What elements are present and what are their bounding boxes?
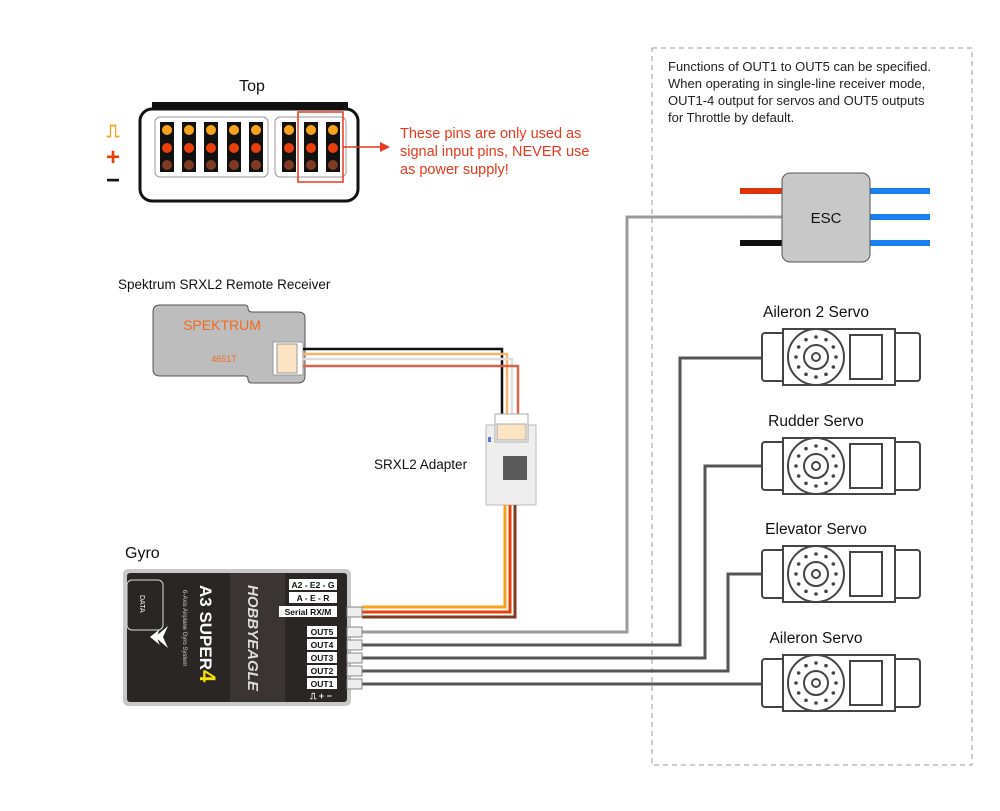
servo: Aileron Servo [761, 630, 921, 712]
port-label: OUT5 [311, 627, 334, 637]
port-label-bg [289, 592, 337, 603]
note-line: Functions of OUT1 to OUT5 can be specifi… [668, 59, 931, 74]
port-label-bg [307, 626, 337, 637]
pin [328, 160, 338, 170]
signal-symbol: ⎍ [107, 121, 120, 141]
port-label: OUT1 [311, 679, 334, 689]
pin [184, 143, 194, 153]
top-connector [138, 102, 360, 203]
pin [229, 160, 239, 170]
pin [162, 143, 172, 153]
pin [284, 143, 294, 153]
note-box [651, 47, 973, 766]
gyro-title: Gyro [125, 545, 160, 562]
pin [306, 125, 316, 135]
pin [251, 125, 261, 135]
servo-label: Aileron Servo [769, 630, 862, 647]
pin [206, 143, 216, 153]
port-label: OUT2 [311, 666, 334, 676]
port-connector [346, 665, 363, 677]
esc: ESC [740, 172, 930, 263]
receiver-model: 4651T [211, 354, 237, 364]
gyro-model-num: 4 [195, 670, 220, 683]
port-connector [346, 639, 363, 651]
pin-symbols: ⎍ + − [106, 121, 120, 194]
port-label-bg [289, 579, 337, 590]
plus-symbol: + [106, 144, 120, 171]
hobbyeagle-arrow-icon [155, 626, 168, 648]
gyro-model: A3 SUPER [196, 585, 215, 670]
connector-title: Top [239, 78, 265, 95]
adapter-label: SRXL2 Adapter [374, 457, 468, 472]
esc-label: ESC [811, 210, 842, 227]
warning-line: as power supply! [400, 162, 509, 178]
pin [184, 160, 194, 170]
pin [229, 143, 239, 153]
port-label: OUT3 [311, 653, 334, 663]
arrow-head-icon [380, 142, 390, 152]
pin [251, 143, 261, 153]
port-label: A - E - R [297, 593, 330, 603]
receiver-title: Spektrum SRXL2 Remote Receiver [118, 277, 331, 292]
port-label-bg [307, 665, 337, 676]
note-line: When operating in single-line receiver m… [668, 76, 925, 91]
warning-line: These pins are only used as [400, 126, 581, 142]
pin [251, 160, 261, 170]
wire-out4 [362, 356, 762, 647]
receiver-wires [303, 347, 520, 416]
port-connector [346, 652, 363, 664]
port-label-bg [307, 652, 337, 663]
serial-wire [362, 505, 517, 619]
servo-label: Aileron 2 Servo [763, 304, 869, 321]
port-label-bg [307, 639, 337, 650]
port-label-bg [279, 606, 337, 617]
servo: Aileron 2 Servo [761, 304, 921, 386]
receiver-brand: SPEKTRUM [183, 317, 261, 333]
minus-symbol: − [106, 167, 120, 194]
port-connector [346, 626, 363, 638]
warning-text: These pins are only used as signal input… [400, 126, 589, 178]
port-label-bg [307, 678, 337, 689]
spektrum-receiver: SPEKTRUM 4651T [152, 304, 306, 384]
pin [284, 160, 294, 170]
wire-out3 [362, 464, 762, 660]
note-line: for Throttle by default. [668, 110, 794, 125]
port-label: A2 - E2 - G [292, 580, 335, 590]
pin [284, 125, 294, 135]
gyro-unit: DATA A3 SUPER 4 6-Axis Airplane Gyro Sys… [123, 569, 363, 706]
port-label: OUT4 [311, 640, 334, 650]
note-line: OUT1-4 output for servos and OUT5 output… [668, 93, 925, 108]
pin [328, 125, 338, 135]
servo-label: Elevator Servo [765, 521, 867, 538]
port-connector [346, 678, 363, 690]
pin [162, 125, 172, 135]
wire-out2 [362, 572, 762, 673]
pin [328, 143, 338, 153]
pin [184, 125, 194, 135]
warning-line: signal input pins, NEVER use [400, 144, 589, 160]
pin [306, 160, 316, 170]
note-text: Functions of OUT1 to OUT5 can be specifi… [668, 59, 931, 125]
port-label: Serial RX/M [285, 607, 332, 617]
servo: Rudder Servo [761, 413, 921, 495]
pin [229, 125, 239, 135]
pin [306, 143, 316, 153]
pin [206, 160, 216, 170]
pin [206, 125, 216, 135]
pin-legend: ⎍ + − [310, 691, 332, 701]
servo-label: Rudder Servo [768, 413, 864, 430]
srxl2-adapter [485, 413, 537, 506]
gyro-subtitle: 6-Axis Airplane Gyro System [181, 590, 187, 666]
output-wires [362, 215, 782, 686]
gyro-brand: HOBBYEAGLE [244, 585, 261, 692]
wire-out5-esc [362, 215, 782, 634]
pin [162, 160, 172, 170]
port-connector [346, 606, 363, 618]
data-port-label: DATA [138, 595, 145, 613]
servo: Elevator Servo [761, 521, 921, 603]
